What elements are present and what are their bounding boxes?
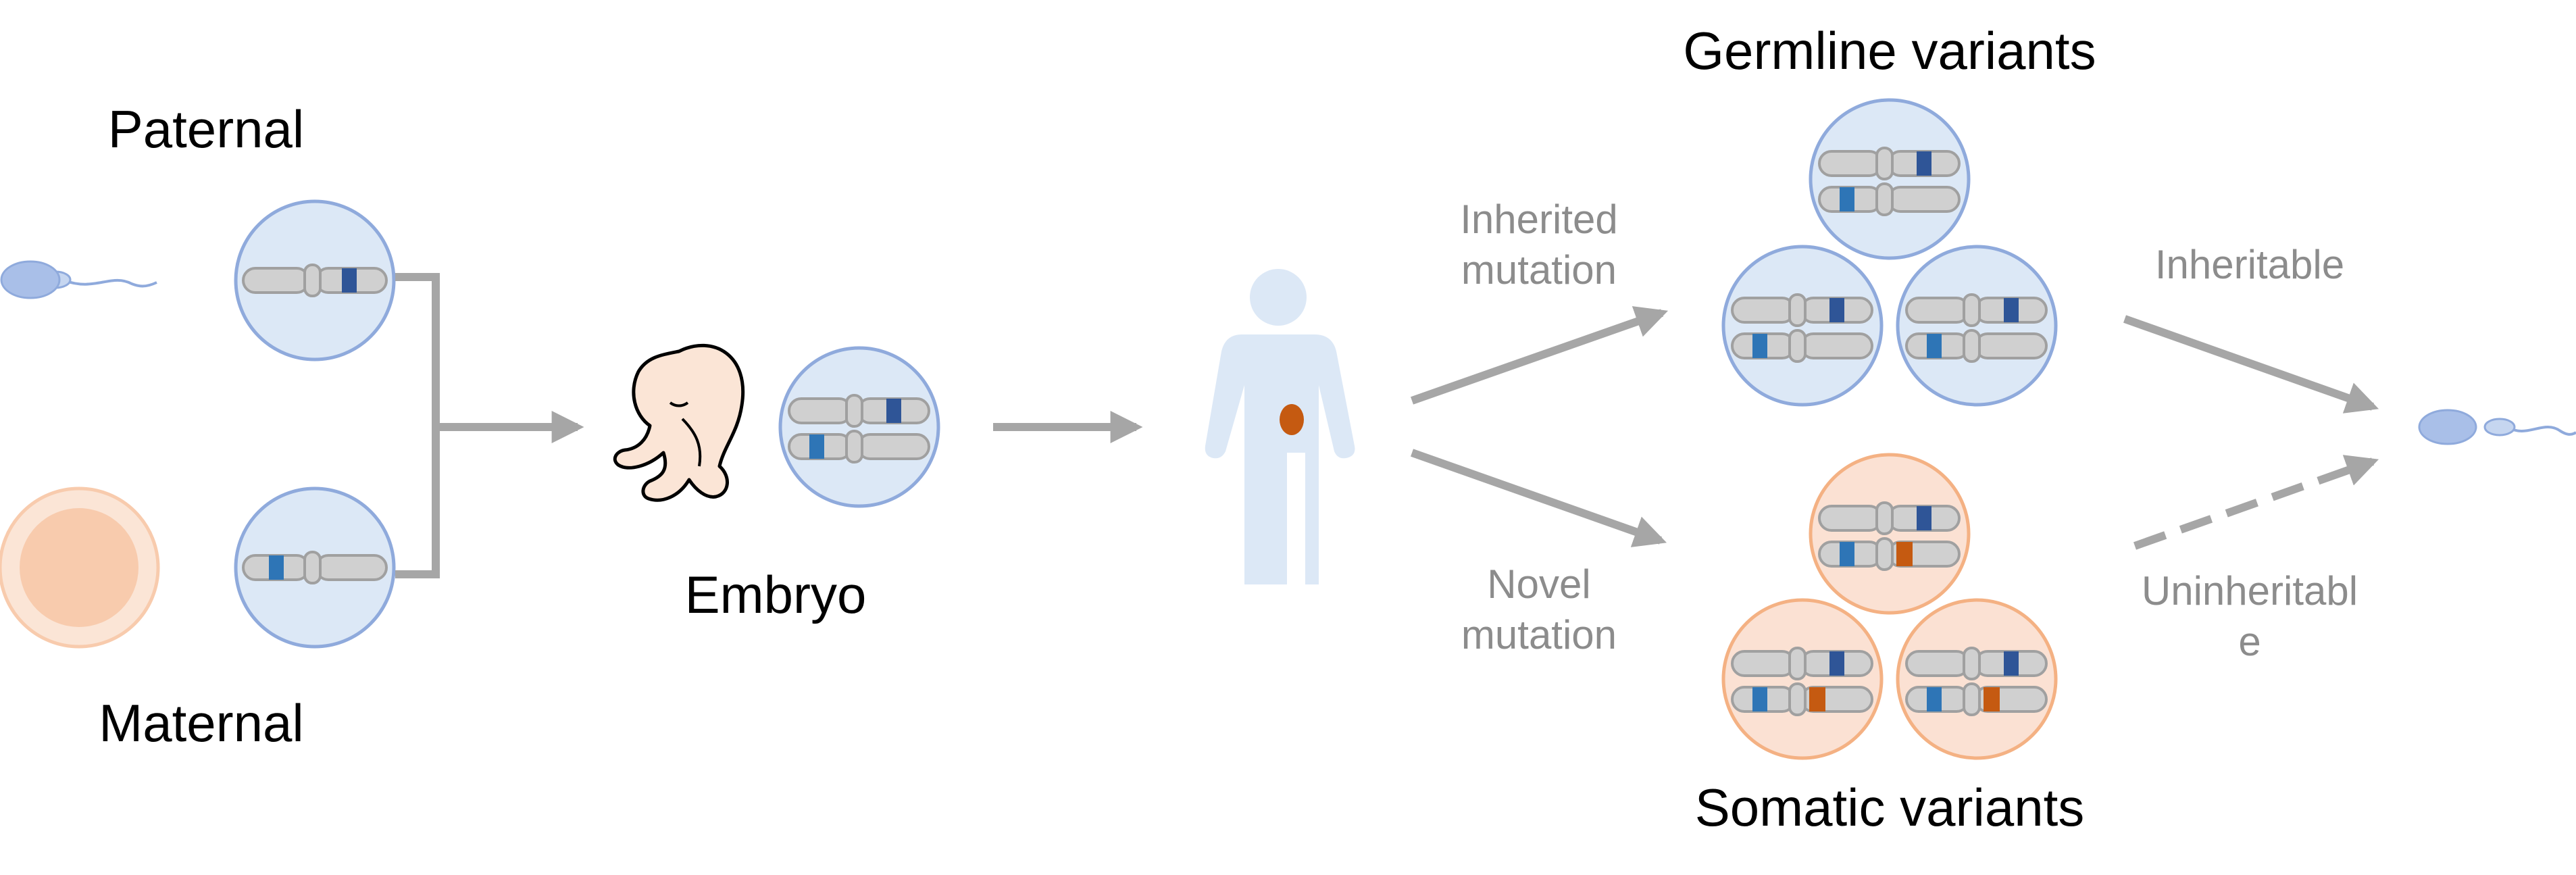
uninheritable-label-line1: Uninheritabl: [2142, 568, 2358, 614]
germline-cell-top: [1809, 98, 1971, 260]
inherited-mutation-arrow: [1411, 306, 1669, 405]
inherited-mutation-label-line1: Inherited: [1460, 197, 1618, 242]
paternal-chromosome: [242, 264, 388, 297]
paternal-label: Paternal: [108, 99, 305, 159]
somatic-variants-label: Somatic variants: [1695, 778, 2085, 837]
somatic-organ: [1280, 404, 1304, 435]
inherited-mutation-label-line2: mutation: [1461, 247, 1617, 293]
uninheritable-label-line2: e: [2238, 619, 2261, 664]
embryo-paternal-chromosome: [788, 394, 930, 428]
paternal-cell: [234, 199, 396, 361]
embryo-label: Embryo: [685, 565, 867, 624]
novel-mutation-arrow: [1411, 449, 1667, 547]
fetus-icon: [613, 343, 745, 502]
offspring-sperm-icon: [2418, 409, 2576, 445]
maternal-chromosome: [242, 551, 388, 584]
germline-cell-right: [1896, 245, 2058, 407]
somatic-cell-top: [1809, 453, 1971, 615]
inheritable-label: Inheritable: [2155, 242, 2344, 287]
inheritable-arrow: [2123, 315, 2379, 414]
novel-mutation-label-line2: mutation: [1461, 612, 1617, 657]
egg-cell-icon: [0, 486, 160, 649]
embryo-maternal-chromosome: [788, 430, 930, 464]
merge-bracket: [395, 273, 584, 578]
maternal-label: Maternal: [99, 693, 303, 753]
germline-cell-left: [1721, 245, 1884, 407]
novel-mutation-label-line1: Novel: [1487, 561, 1590, 607]
somatic-cell-left: [1721, 598, 1884, 760]
maternal-cell: [234, 486, 396, 649]
sperm-icon: [0, 260, 157, 299]
germline-variants-label: Germline variants: [1683, 21, 2096, 80]
somatic-cell-right: [1896, 598, 2058, 760]
person-icon: [1205, 269, 1355, 584]
embryo-cell: [778, 346, 940, 508]
uninheritable-arrow: [2133, 455, 2379, 550]
